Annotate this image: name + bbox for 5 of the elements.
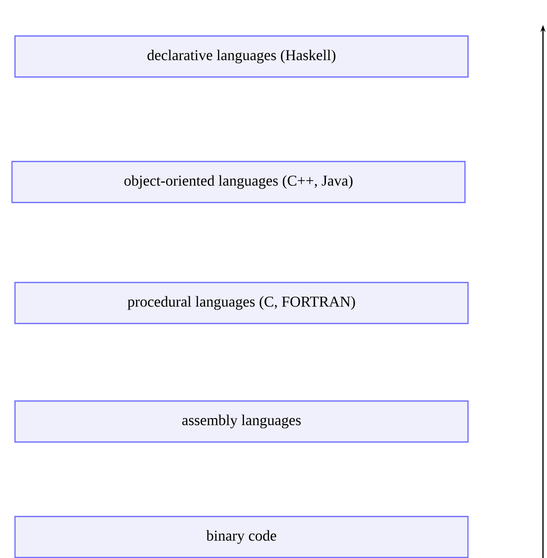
level-box: object-oriented languages (C++, Java): [11, 160, 466, 204]
level-box: assembly languages: [14, 400, 469, 443]
level-box: binary code: [14, 516, 469, 558]
level-box: procedural languages (C, FORTRAN): [14, 282, 469, 324]
level-box: declarative languages (Haskell): [14, 35, 469, 78]
